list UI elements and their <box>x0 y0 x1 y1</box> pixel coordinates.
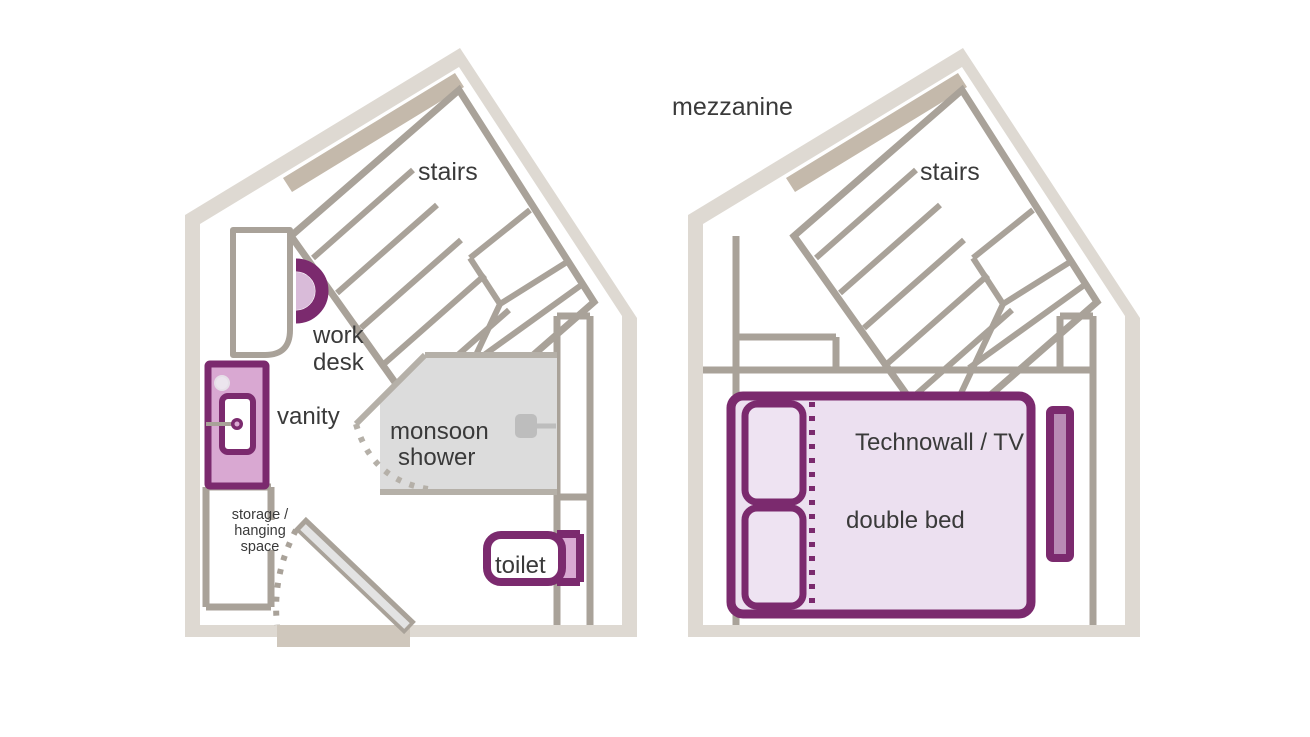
mezzanine-plan-labels: mezzanine stairs Technowall / TV double … <box>672 93 1024 534</box>
window-band-nw <box>283 73 464 192</box>
lower-floor-plan: stairs work desk vanity monsoon shower s… <box>185 48 637 647</box>
work-desk-label-line2: desk <box>313 349 365 376</box>
double-bed-label: double bed <box>846 507 965 534</box>
technowall-tv-panel <box>1046 406 1074 562</box>
vanity-group <box>204 360 270 490</box>
toilet-group <box>483 530 584 586</box>
stairs-group <box>789 84 1102 446</box>
monsoon-shower-group <box>353 352 557 495</box>
shower-control-icon <box>515 414 537 438</box>
entrance-door-swing <box>273 528 299 626</box>
monsoon-shower-label-line2: shower <box>398 444 475 471</box>
storage-label-line2: hanging <box>234 523 286 539</box>
stairs-label: stairs <box>920 158 980 186</box>
shower-screen <box>353 352 428 427</box>
double-bed-group <box>726 391 1036 619</box>
storage-label-line3: space <box>241 539 280 555</box>
shower-tray <box>380 355 557 492</box>
work-desk-group <box>230 227 329 358</box>
vanity-label: vanity <box>277 403 340 430</box>
toilet-pan <box>483 531 566 586</box>
storage-label-line1: storage / <box>232 507 289 523</box>
pillow-bottom <box>741 504 807 610</box>
toilet-label: toilet <box>495 552 546 579</box>
work-desk-surface <box>230 227 293 358</box>
mezzanine-label: mezzanine <box>672 93 793 121</box>
entrance-threshold <box>277 625 410 647</box>
pillow-top <box>741 400 807 506</box>
monsoon-shower-label-line1: monsoon <box>390 418 489 445</box>
mezzanine-floor-plan: mezzanine stairs Technowall / TV double … <box>672 48 1140 637</box>
technowall-tv-group <box>1046 406 1074 562</box>
desk-chair-icon <box>295 258 329 324</box>
desk-chair-seat <box>296 272 315 310</box>
entrance-door-group <box>273 516 416 635</box>
work-desk-label-line1: work <box>312 322 365 349</box>
stairs-label: stairs <box>418 158 478 186</box>
vanity-mirror-icon <box>214 375 230 391</box>
window-band-nw <box>786 73 967 192</box>
technowall-label: Technowall / TV <box>855 429 1024 456</box>
lower-plan-labels: stairs work desk vanity monsoon shower s… <box>232 158 546 579</box>
